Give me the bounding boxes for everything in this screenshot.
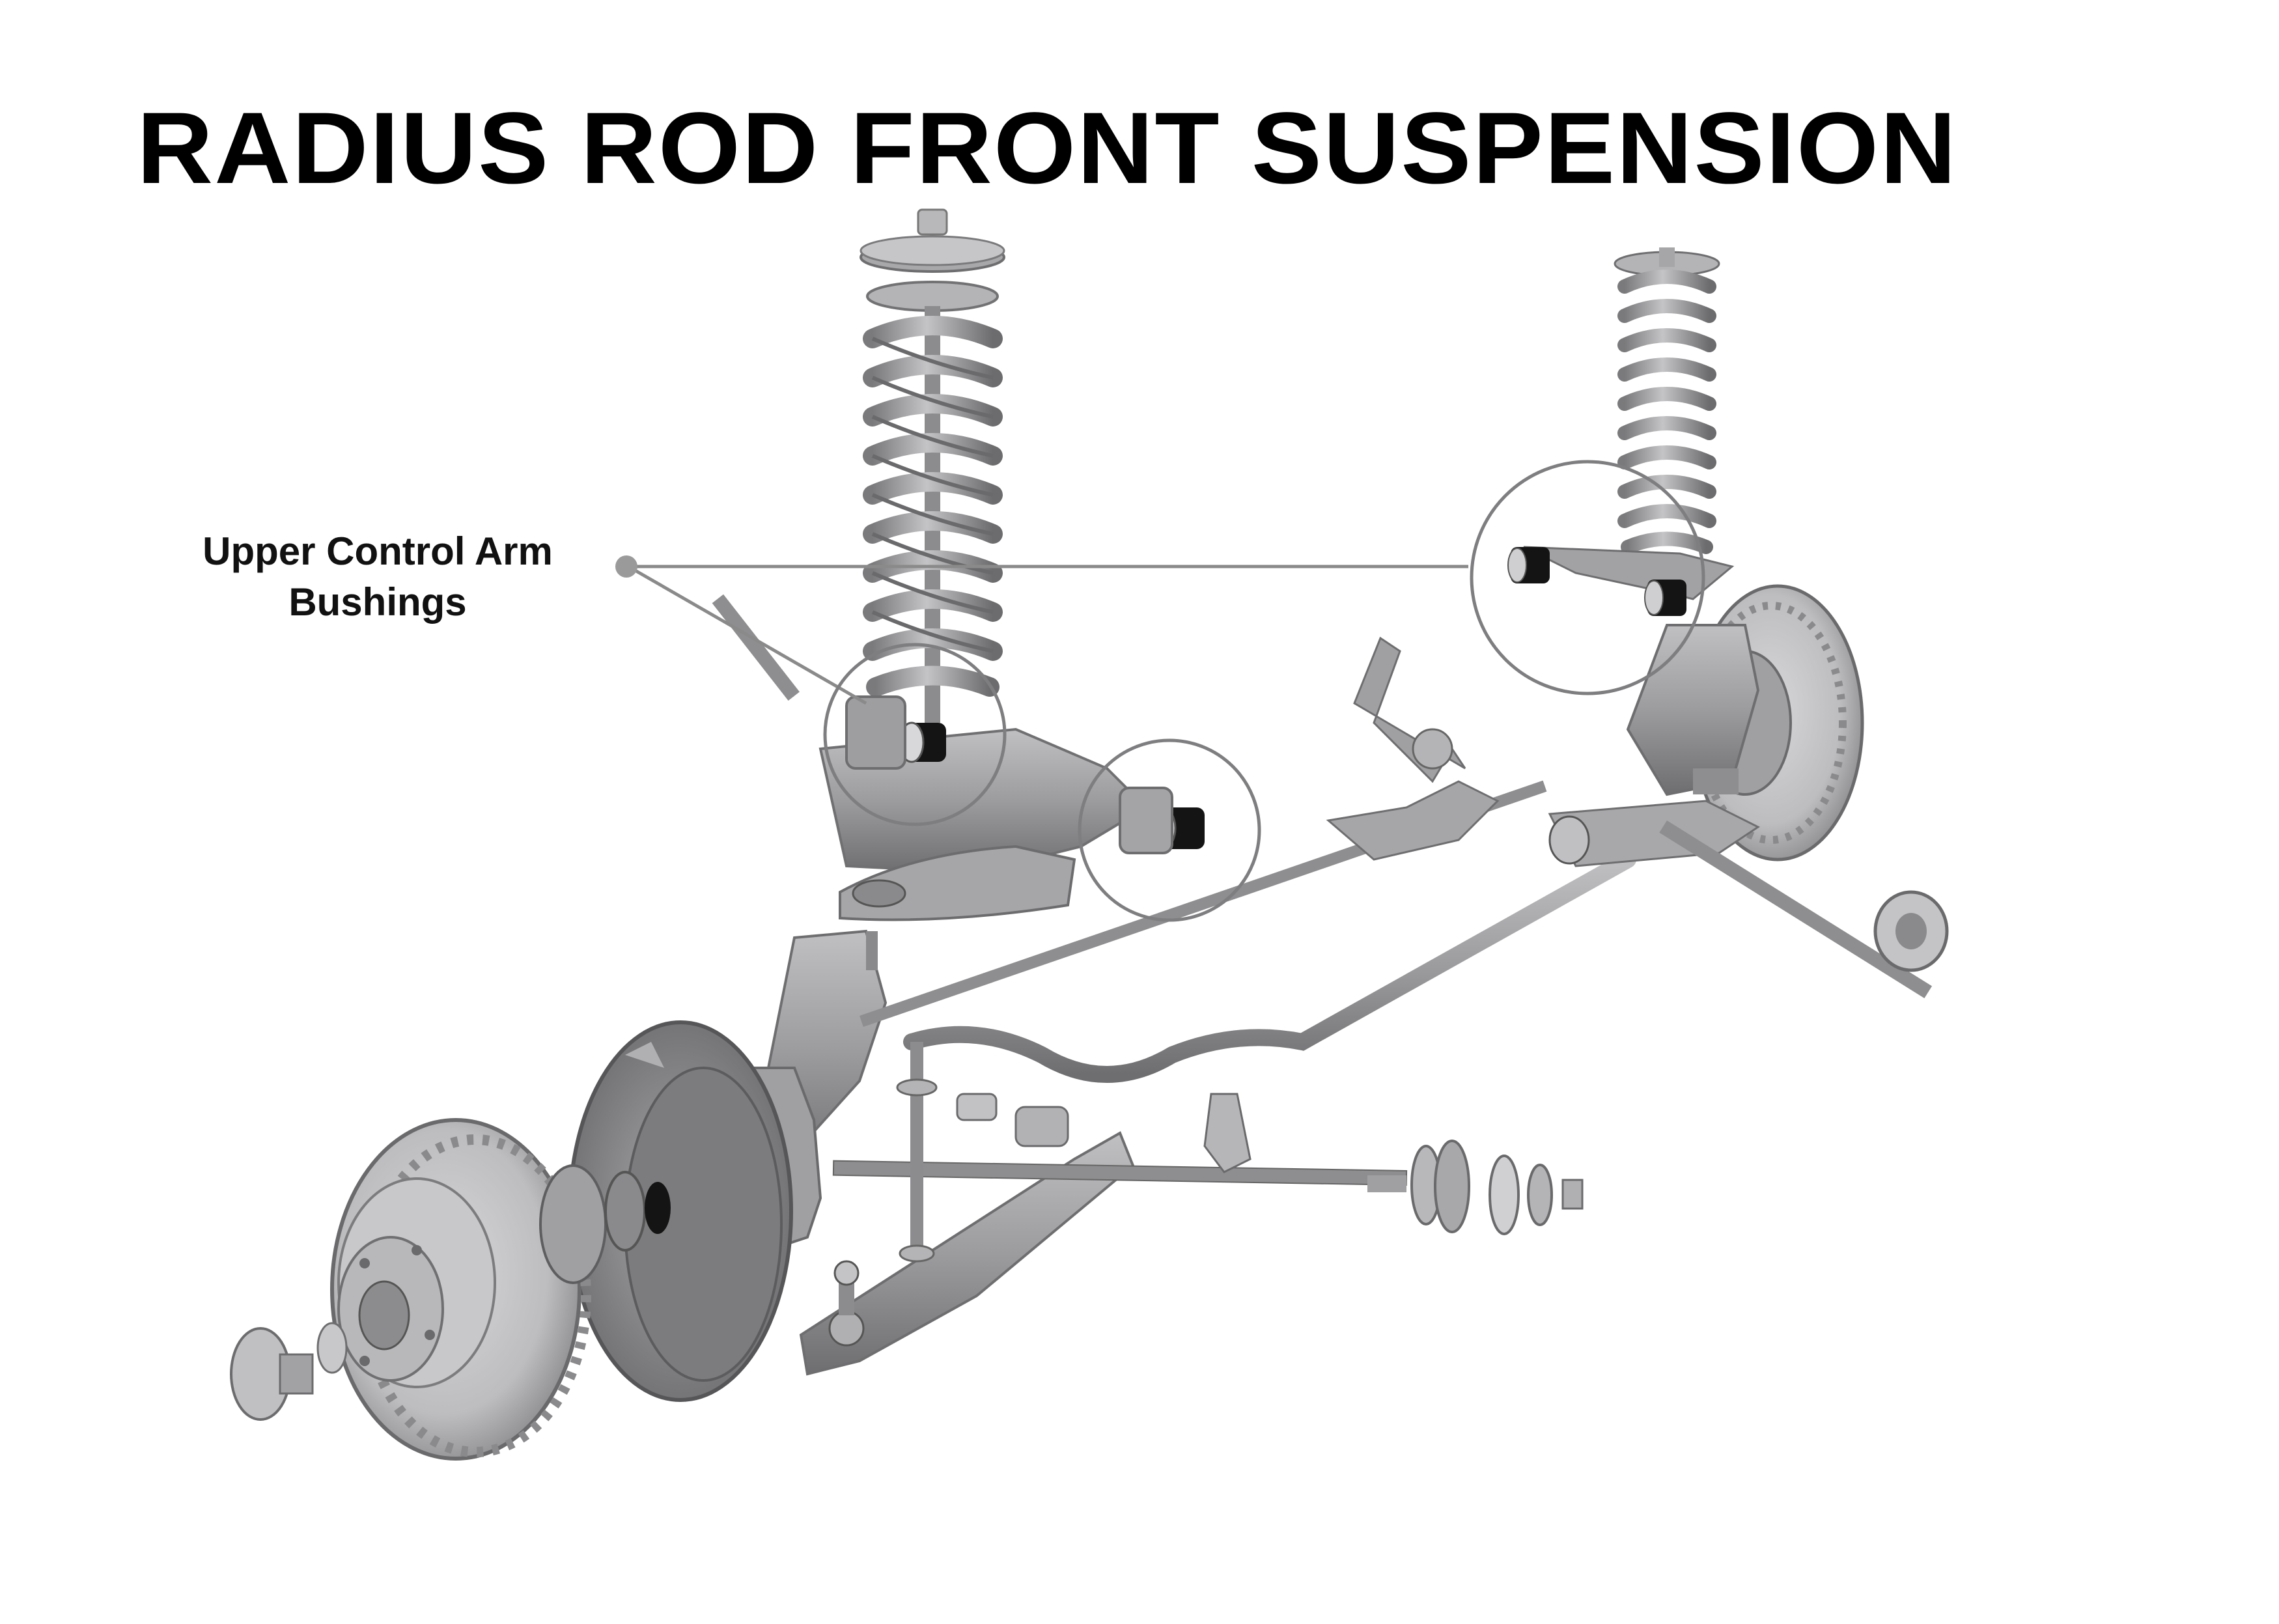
callout-circle-right (1470, 460, 1705, 695)
callout-label-line-1: Upper Control Arm (203, 529, 553, 573)
right-steering-knuckle-icon (1626, 624, 1760, 796)
left-brake-rotor-icon (330, 1118, 591, 1461)
radius-rod-icon (832, 1140, 1584, 1235)
page-title: RADIUS ROD FRONT SUSPENSION (137, 92, 1958, 205)
callout-lines (627, 565, 1468, 705)
left-hub-icon (539, 1164, 671, 1284)
callout-label: Upper Control Arm Bushings (156, 526, 599, 628)
left-upper-control-arm-icon (712, 594, 1205, 921)
callout-label-line-2: Bushings (288, 580, 467, 624)
right-upper-control-arm-icon (1507, 546, 1735, 616)
center-linkage-icon (860, 636, 1547, 1028)
left-hub-nut-icon (230, 1322, 348, 1421)
callout-circle-left-lower (1078, 738, 1261, 922)
left-lower-control-arm-icon (799, 1131, 1135, 1376)
callout-dot-icon (615, 555, 637, 578)
right-lower-control-arm-icon (1548, 800, 1949, 999)
sway-bar-icon (896, 851, 1636, 1263)
right-coil-spring-icon (1614, 247, 1720, 554)
callout-circle-left-upper (823, 643, 1007, 826)
